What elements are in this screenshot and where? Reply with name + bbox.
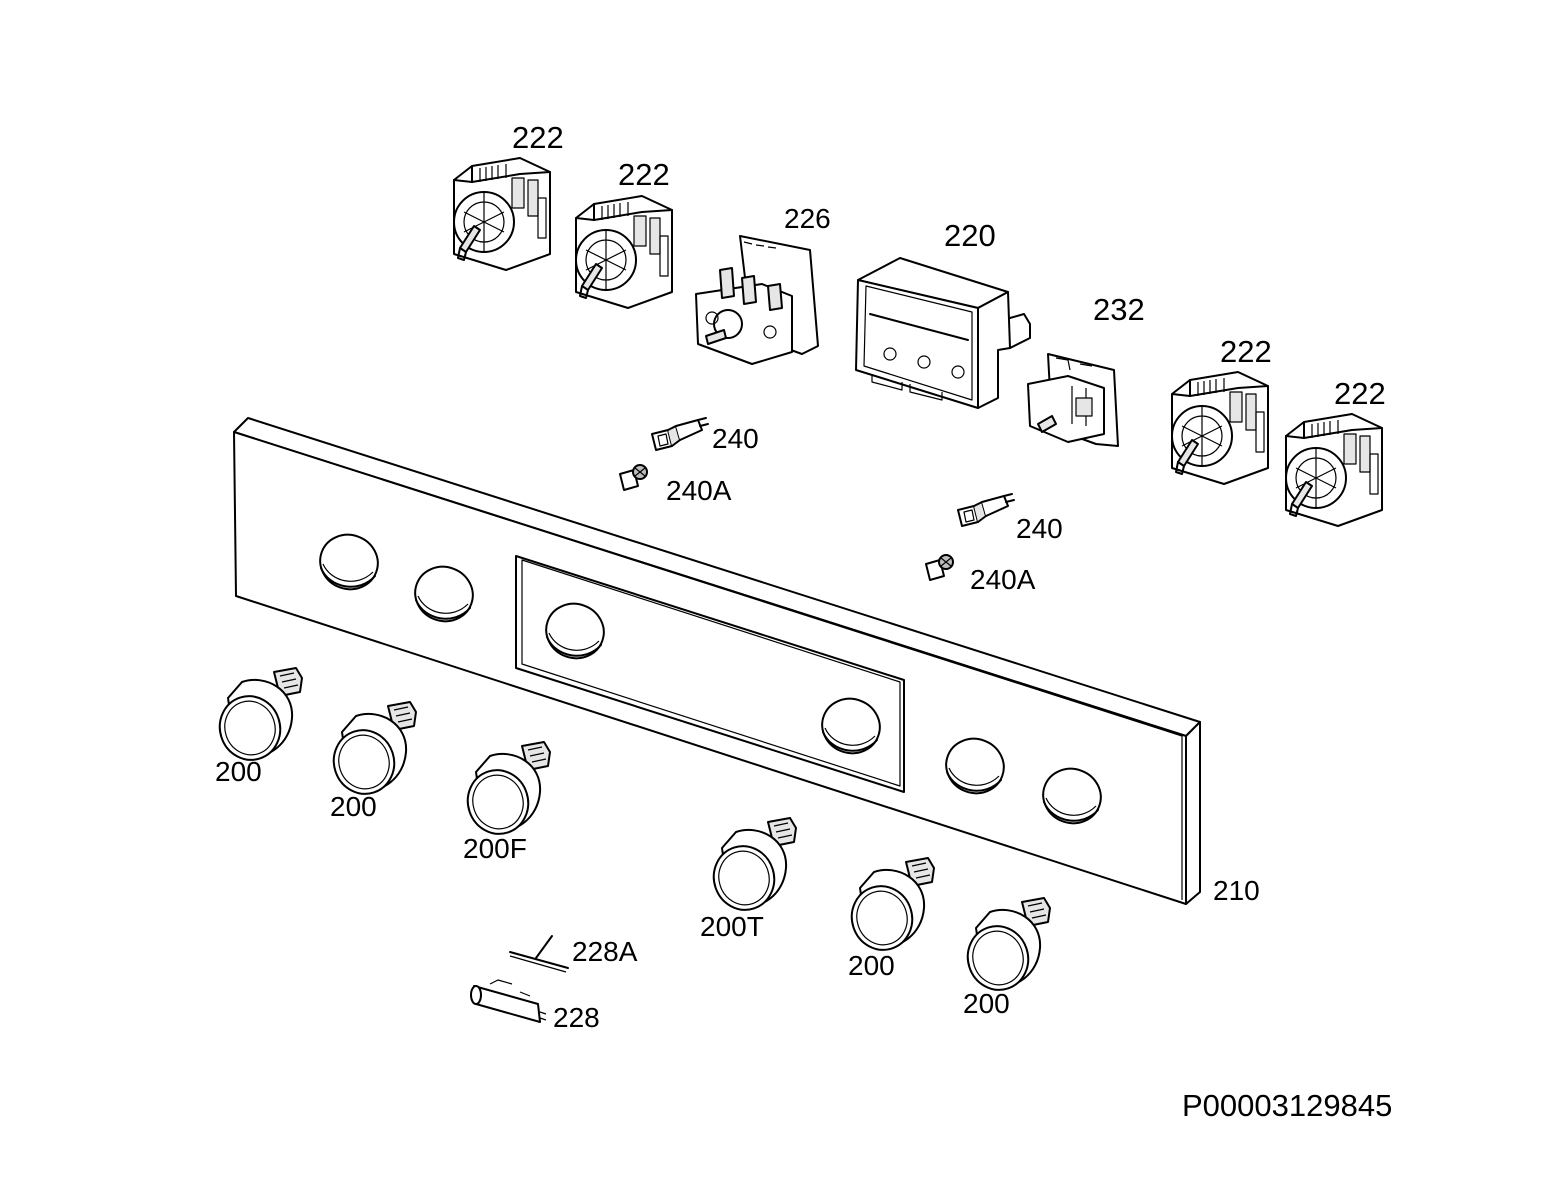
label-222: 222 bbox=[1334, 376, 1386, 411]
label-200t: 200T bbox=[700, 911, 764, 942]
rotary-switch-222-d bbox=[1285, 413, 1383, 527]
knob-200-a bbox=[210, 667, 303, 769]
label-222: 222 bbox=[618, 157, 670, 192]
programmer-housing-220 bbox=[855, 257, 1031, 409]
label-232: 232 bbox=[1093, 292, 1145, 327]
label-200: 200 bbox=[848, 950, 895, 981]
indicator-lamp-240-a bbox=[651, 417, 709, 451]
label-200: 200 bbox=[330, 791, 377, 822]
lamp-holder-240a-a bbox=[619, 464, 648, 491]
label-228: 228 bbox=[553, 1002, 600, 1033]
label-222: 222 bbox=[1220, 334, 1272, 369]
label-228a: 228A bbox=[572, 936, 638, 967]
knob-200f bbox=[458, 741, 551, 843]
selector-switch-232 bbox=[1027, 353, 1119, 447]
drawing-code: P00003129845 bbox=[1182, 1088, 1392, 1123]
label-240: 240 bbox=[1016, 513, 1063, 544]
label-240: 240 bbox=[712, 423, 759, 454]
lamp-holder-240a-b bbox=[925, 554, 954, 581]
label-240a: 240A bbox=[666, 475, 732, 506]
label-240a: 240A bbox=[970, 564, 1036, 595]
knob-200t bbox=[704, 817, 797, 919]
rotary-switch-222-b bbox=[575, 195, 673, 309]
clip-228 bbox=[470, 979, 547, 1023]
knob-200-b bbox=[324, 701, 417, 803]
label-210: 210 bbox=[1213, 875, 1260, 906]
thermostat-226 bbox=[695, 235, 819, 365]
knob-200-c bbox=[842, 857, 935, 959]
label-226: 226 bbox=[784, 203, 831, 234]
rotary-switch-222-a bbox=[453, 157, 551, 271]
rotary-switch-222-c bbox=[1171, 371, 1269, 485]
indicator-lamp-240-b bbox=[957, 493, 1015, 527]
label-200f: 200F bbox=[463, 833, 527, 864]
label-222: 222 bbox=[512, 120, 564, 155]
label-200: 200 bbox=[215, 756, 262, 787]
knob-200-d bbox=[958, 897, 1051, 999]
label-220: 220 bbox=[944, 218, 996, 253]
spring-clip-228a bbox=[509, 935, 569, 973]
control-panel-210 bbox=[233, 417, 1201, 905]
label-200: 200 bbox=[963, 988, 1010, 1019]
